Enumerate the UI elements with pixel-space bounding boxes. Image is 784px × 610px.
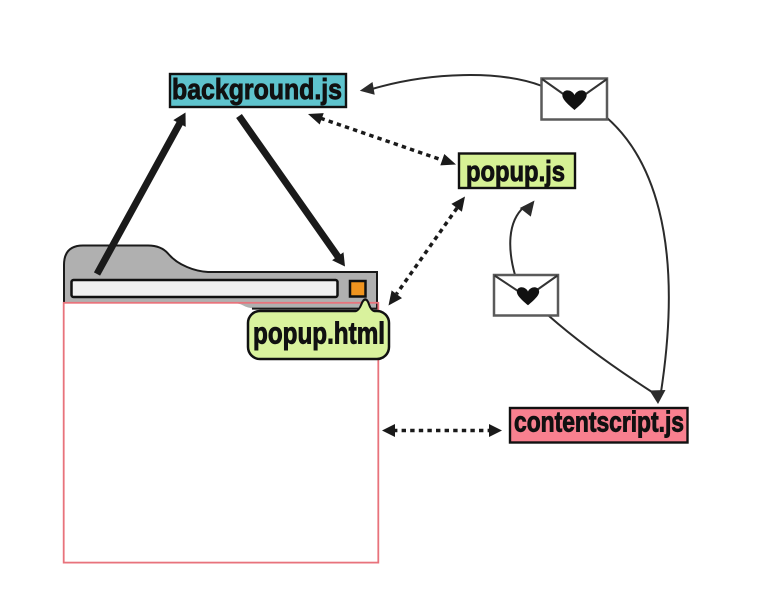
svg-text:popup.html: popup.html xyxy=(253,316,385,351)
svg-text:popup.js: popup.js xyxy=(466,156,565,188)
svg-text:background.js: background.js xyxy=(172,74,342,106)
svg-text:contentscript.js: contentscript.js xyxy=(514,407,684,439)
